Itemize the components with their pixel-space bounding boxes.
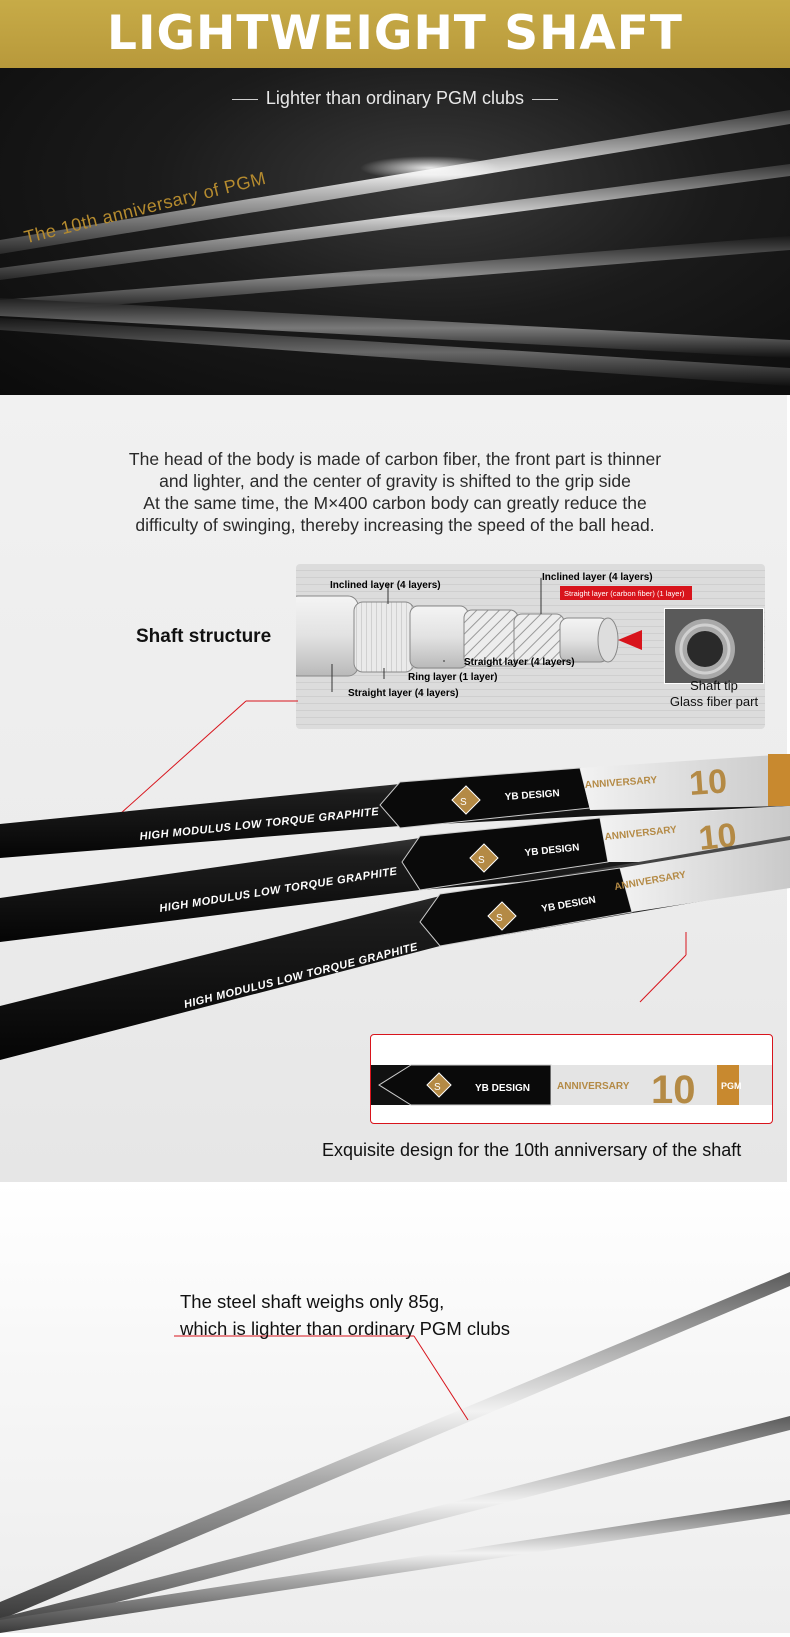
label-inclined: Inclined layer (4 layers) <box>330 580 441 591</box>
hero-subtitle: Lighter than ordinary PGM clubs <box>0 88 790 109</box>
description-text: The head of the body is made of carbon f… <box>60 448 730 536</box>
design-text: YB DESIGN <box>475 1083 530 1094</box>
ten-graphic: 10 <box>651 1068 696 1112</box>
label-ring: Ring layer (1 layer) <box>408 672 497 683</box>
description-line: difficulty of swinging, thereby increasi… <box>135 515 655 535</box>
description-line: The head of the body is made of carbon f… <box>128 449 662 469</box>
badge-letter: S <box>460 797 467 808</box>
label-straight-outer: Straight layer (4 layers) <box>348 688 459 699</box>
hero-subtitle-text: Lighter than ordinary PGM clubs <box>265 88 525 108</box>
shaft-tip-graphic <box>665 609 763 683</box>
shafts-closeup-graphic: S YB DESIGN ANNIVERSARY 10 HIGH MODULUS … <box>0 700 790 1060</box>
layer-ring <box>353 601 415 673</box>
hero-shaft <box>0 110 790 254</box>
callout-line <box>639 954 687 1003</box>
pointer-arrow <box>618 630 642 650</box>
dash-right <box>532 98 559 100</box>
callout-line <box>413 1335 469 1421</box>
shaft-tip-line: Shaft tip <box>690 678 738 693</box>
badge-letter: S <box>434 1082 441 1093</box>
hero-shaft <box>0 318 790 386</box>
steel-shaft <box>0 1500 790 1633</box>
callout-line <box>109 700 247 824</box>
detail-zoom-box: S YB DESIGN ANNIVERSARY 10 PGM <box>370 1034 773 1124</box>
layer-straight <box>409 605 469 669</box>
red-label-bg <box>560 586 692 600</box>
dash-left <box>231 98 258 100</box>
description-line: At the same time, the M×400 carbon body … <box>143 493 647 513</box>
page-title: LIGHTWEIGHT SHAFT <box>107 6 683 61</box>
shaft-tip-line: Glass fiber part <box>669 694 759 709</box>
hero-glint <box>360 156 500 180</box>
hero-image <box>0 68 790 395</box>
layer-end <box>597 617 619 663</box>
steel-weight-text: The steel shaft weighs only 85g, which i… <box>180 1288 510 1342</box>
badge-letter: S <box>496 913 503 924</box>
badge-letter: S <box>478 855 485 866</box>
shaft-tip-caption: Shaft tip Glass fiber part <box>664 678 764 710</box>
brand-logo: PGM <box>721 1081 742 1091</box>
label-straight: Straight layer (4 layers) <box>464 657 575 668</box>
shaft-structure-label: Shaft structure <box>136 626 272 647</box>
steel-line: The steel shaft weighs only 85g, <box>180 1291 445 1312</box>
hero-shaft <box>0 236 790 314</box>
steel-line: which is lighter than ordinary PGM clubs <box>180 1318 511 1339</box>
label-carbon: Straight layer (carbon fiber) (1 layer) <box>564 589 685 598</box>
anniversary-word: ANNIVERSARY <box>584 775 657 791</box>
label-inclined-2: Inclined layer (4 layers) <box>542 572 653 583</box>
ten-graphic: 10 <box>688 762 728 803</box>
anniversary-caption: Exquisite design for the 10th anniversar… <box>322 1140 742 1160</box>
steel-shafts-graphic <box>0 1272 790 1633</box>
design-text: YB DESIGN <box>504 788 560 803</box>
anniversary-word: ANNIVERSARY <box>557 1081 630 1092</box>
layers-graphic: Straight layer (4 layers) Ring layer (1 … <box>287 572 692 699</box>
graphite-shaft: S YB DESIGN ANNIVERSARY HIGH MODULUS LOW… <box>0 836 790 1060</box>
header-banner <box>0 0 790 68</box>
steel-section <box>0 1182 790 1633</box>
steel-shaft <box>0 1416 790 1632</box>
layer-straight-outer <box>287 595 359 677</box>
hero-shaft <box>0 164 790 280</box>
hero-shaft <box>0 298 790 358</box>
description-line: and lighter, and the center of gravity i… <box>159 471 631 491</box>
detail-zoom-graphic: S YB DESIGN ANNIVERSARY 10 PGM <box>371 1064 772 1112</box>
steel-shaft <box>0 1272 790 1620</box>
hero-shafts-graphic <box>0 110 790 386</box>
shaft-tip-photo <box>664 608 764 684</box>
graphite-shaft: S YB DESIGN ANNIVERSARY 10 HIGH MODULUS … <box>0 754 790 858</box>
